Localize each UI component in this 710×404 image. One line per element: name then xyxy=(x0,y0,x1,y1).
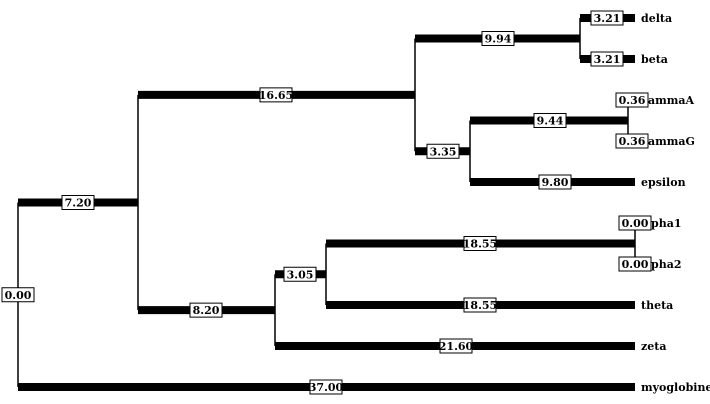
value-alpha-theta: 3.05 xyxy=(283,266,317,282)
value-epsilon: 9.80 xyxy=(538,174,572,190)
value-alpha1: 0.00 xyxy=(618,215,652,231)
value-delta-beta: 9.94 xyxy=(481,31,515,46)
value-theta-text: 18.55 xyxy=(463,299,497,312)
leaf-label-epsilon: epsilon xyxy=(641,176,686,189)
value-myoglobine-text: 37.00 xyxy=(309,381,344,394)
value-alpha-theta-text: 3.05 xyxy=(287,268,314,281)
value-beta-group-box xyxy=(259,87,293,103)
value-beta: 3.21 xyxy=(590,51,624,67)
value-alpha-theta-box xyxy=(283,266,317,282)
value-theta-box xyxy=(463,297,497,313)
value-theta: 18.55 xyxy=(463,297,497,313)
leaf-label-alpha1: pha1 xyxy=(651,217,681,230)
value-gamma-epsilon-text: 3.35 xyxy=(430,145,457,158)
value-alpha-group: 8.20 xyxy=(189,302,223,318)
value-gammaG-text: 0.36 xyxy=(619,135,646,148)
value-gamma-epsilon-box xyxy=(426,143,460,159)
value-beta-group: 16.65 xyxy=(259,87,293,103)
value-gamma-epsilon: 3.35 xyxy=(426,143,460,159)
value-alpha2-box xyxy=(618,256,652,272)
value-epsilon-text: 9.80 xyxy=(542,176,569,189)
value-globin-clade-text: 7.20 xyxy=(65,197,92,210)
leaf-label-alpha2: pha2 xyxy=(651,258,681,271)
value-myoglobine: 37.00 xyxy=(309,379,344,395)
value-beta-text: 3.21 xyxy=(594,53,621,66)
leaf-label-delta: delta xyxy=(641,12,672,25)
value-zeta-box xyxy=(439,338,473,354)
value-root: 0.00 xyxy=(1,287,35,303)
value-alpha-group-text: 8.20 xyxy=(193,304,220,317)
value-gammaG: 0.36 xyxy=(615,133,649,149)
value-gammaA-box xyxy=(615,92,649,108)
leaf-label-myoglobine: myoglobine xyxy=(641,381,710,394)
value-alpha1-text: 0.00 xyxy=(622,217,649,230)
leaf-label-gammaA: ammaA xyxy=(648,94,695,107)
value-alpha-pair-box xyxy=(463,236,497,251)
value-root-text: 0.00 xyxy=(5,289,32,302)
value-gammaA: 0.36 xyxy=(615,92,649,108)
value-globin-clade-box xyxy=(61,195,95,210)
value-beta-box xyxy=(590,51,624,67)
value-alpha1-box xyxy=(618,215,652,231)
value-alpha-group-box xyxy=(189,302,223,318)
value-gamma-pair-box xyxy=(533,113,567,128)
value-gamma-pair: 9.44 xyxy=(533,113,567,128)
value-delta-text: 3.21 xyxy=(594,12,621,25)
leaf-label-zeta: zeta xyxy=(641,340,666,353)
value-gammaG-box xyxy=(615,133,649,149)
value-alpha-pair-text: 18.55 xyxy=(463,238,497,251)
value-delta-beta-text: 9.94 xyxy=(485,33,512,46)
value-delta-box xyxy=(590,10,624,26)
value-zeta: 21.60 xyxy=(439,338,474,354)
value-alpha2: 0.00 xyxy=(618,256,652,272)
value-zeta-text: 21.60 xyxy=(439,340,474,353)
value-delta-beta-box xyxy=(481,31,515,46)
value-gammaA-text: 0.36 xyxy=(619,94,646,107)
value-globin-clade: 7.20 xyxy=(61,195,95,210)
value-beta-group-text: 16.65 xyxy=(259,89,293,102)
value-epsilon-box xyxy=(538,174,572,190)
value-root-box xyxy=(1,287,35,303)
leaf-label-gammaG: ammaG xyxy=(648,135,695,148)
leaf-label-beta: beta xyxy=(641,53,668,66)
value-myoglobine-box xyxy=(309,379,343,395)
leaf-label-theta: theta xyxy=(641,299,673,312)
value-alpha-pair: 18.55 xyxy=(463,236,497,251)
value-delta: 3.21 xyxy=(590,10,624,26)
value-alpha2-text: 0.00 xyxy=(622,258,649,271)
value-gamma-pair-text: 9.44 xyxy=(537,115,564,128)
